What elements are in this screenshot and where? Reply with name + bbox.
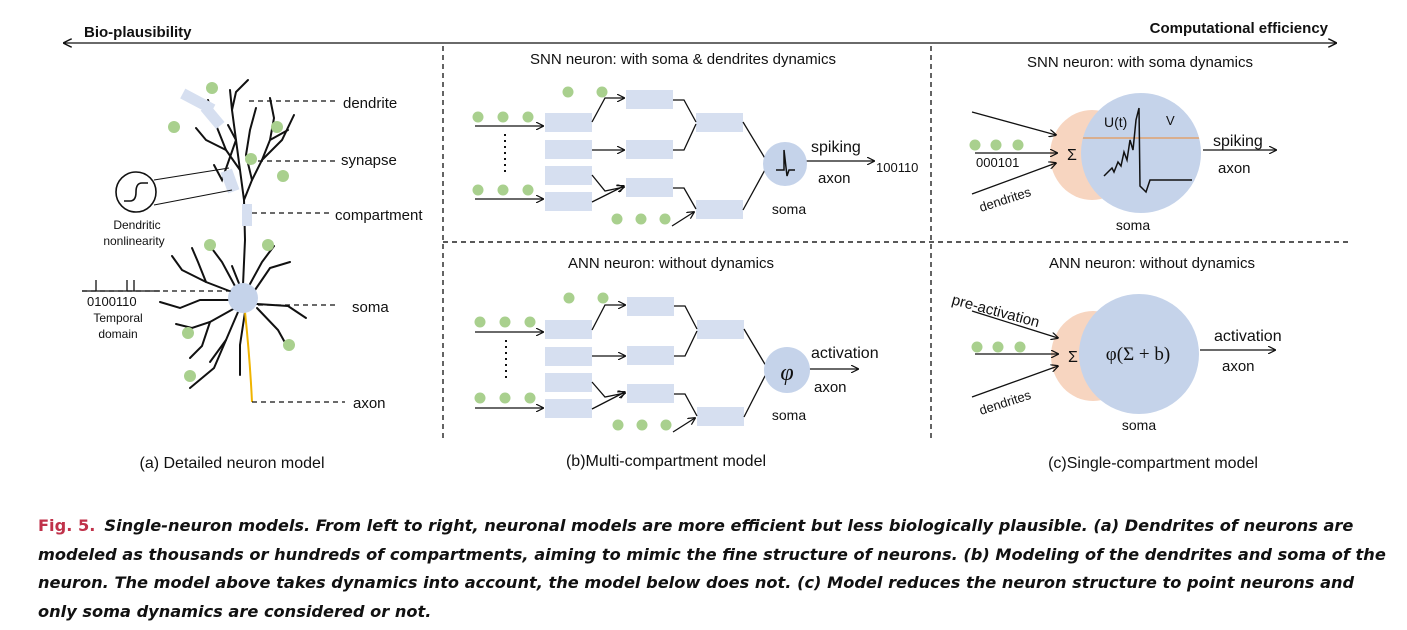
axon-line bbox=[244, 311, 253, 403]
compartment-boxes bbox=[545, 90, 743, 219]
axon-label: axon bbox=[353, 395, 386, 412]
input-dots bbox=[971, 341, 1026, 353]
ann-activation-label: activation bbox=[1214, 328, 1282, 345]
pre-activation-label: pre-activation bbox=[950, 291, 1041, 331]
computational-efficiency-label: Computational efficiency bbox=[1150, 20, 1329, 37]
input-dots bbox=[969, 139, 1024, 151]
ann-soma-label: soma bbox=[1122, 417, 1156, 433]
nonlinearity-label-1: Dendritic bbox=[113, 218, 160, 232]
panel-c-snn-title: SNN neuron: with soma dynamics bbox=[1027, 54, 1253, 71]
membrane-potential-trace bbox=[1103, 107, 1192, 194]
compartment-boxes bbox=[545, 297, 744, 426]
panel-b-caption: (b)Multi-compartment model bbox=[566, 453, 766, 470]
compartment-label: compartment bbox=[335, 207, 423, 224]
synapse-label: synapse bbox=[341, 152, 397, 169]
header: Bio-plausibility Computational efficienc… bbox=[64, 20, 1336, 43]
panel-c-ann: ANN neuron: without dynamics Σ φ(Σ + b) … bbox=[950, 255, 1282, 472]
ann-axon-label: axon bbox=[1222, 358, 1255, 375]
snn-axon-label: axon bbox=[1218, 160, 1251, 177]
panel-a-detailed-neuron: Dendritic nonlinearity 0100110 Temporal … bbox=[82, 79, 423, 472]
input-arrows bbox=[971, 111, 1276, 195]
ann-axon-label: axon bbox=[814, 379, 847, 396]
figure-caption-text: Single-neuron models. From left to right… bbox=[38, 516, 1386, 621]
figure-label: Fig. 5. bbox=[38, 516, 96, 535]
spike-code-label: 0100110 bbox=[87, 294, 137, 309]
snn-input-code: 000101 bbox=[976, 155, 1019, 170]
connection-lines bbox=[475, 98, 874, 227]
panel-c-caption: (c)Single-compartment model bbox=[1048, 455, 1258, 472]
leader-lines bbox=[249, 100, 345, 403]
input-dots bbox=[474, 292, 672, 431]
panel-c-ann-title: ANN neuron: without dynamics bbox=[1049, 255, 1255, 272]
snn-axon-label: axon bbox=[818, 170, 851, 187]
input-dots bbox=[472, 86, 671, 225]
spike-train bbox=[82, 280, 233, 292]
v-label: V bbox=[1166, 113, 1175, 128]
input-arrows bbox=[971, 310, 1275, 398]
figure-caption: Fig. 5.Single-neuron models. From left t… bbox=[38, 512, 1388, 626]
ann-formula: φ(Σ + b) bbox=[1106, 344, 1170, 365]
snn-soma-circle bbox=[1081, 93, 1201, 213]
bio-plausibility-label: Bio-plausibility bbox=[84, 24, 192, 41]
sigma-symbol: Σ bbox=[1068, 349, 1078, 366]
ann-soma-circle bbox=[1079, 294, 1199, 414]
panel-b-snn: SNN neuron: with soma & dendrites dynami… bbox=[472, 51, 918, 227]
soma-body bbox=[228, 283, 258, 313]
panel-b-ann: ANN neuron: without dynamics bbox=[474, 255, 879, 470]
temporal-label-1: Temporal bbox=[93, 311, 142, 325]
ann-soma-circle bbox=[764, 347, 810, 393]
ut-label: U(t) bbox=[1104, 114, 1127, 130]
sigma-symbol: Σ bbox=[1067, 147, 1077, 164]
connection-lines bbox=[475, 305, 858, 433]
phi-symbol: φ bbox=[780, 360, 793, 386]
snn-soma-label: soma bbox=[772, 201, 806, 217]
soma-label: soma bbox=[352, 299, 389, 316]
panel-b-ann-title: ANN neuron: without dynamics bbox=[568, 255, 774, 272]
dendrite-label: dendrite bbox=[343, 95, 397, 112]
nonlinearity-label-2: nonlinearity bbox=[103, 234, 164, 248]
snn-spiking-label: spiking bbox=[811, 139, 861, 156]
sigmoid-icon bbox=[124, 182, 148, 202]
ann-soma-label: soma bbox=[772, 407, 806, 423]
synapse-dots bbox=[168, 82, 295, 382]
snn-spiking-label: spiking bbox=[1213, 133, 1263, 150]
spike-icon bbox=[776, 149, 795, 177]
panel-dividers bbox=[442, 46, 1352, 442]
neuron-models-figure: Bio-plausibility Computational efficienc… bbox=[0, 20, 1352, 472]
panel-a-caption: (a) Detailed neuron model bbox=[140, 455, 325, 472]
panel-c-snn: SNN neuron: with soma dynamics U(t) V Σ … bbox=[969, 54, 1277, 233]
snn-soma-label: soma bbox=[1116, 217, 1150, 233]
temporal-label-2: domain bbox=[98, 327, 137, 341]
ann-activation-label: activation bbox=[811, 345, 879, 362]
snn-output-code: 100110 bbox=[876, 160, 918, 175]
panel-b-snn-title: SNN neuron: with soma & dendrites dynami… bbox=[530, 51, 836, 68]
dendrite-compartments bbox=[180, 88, 252, 226]
